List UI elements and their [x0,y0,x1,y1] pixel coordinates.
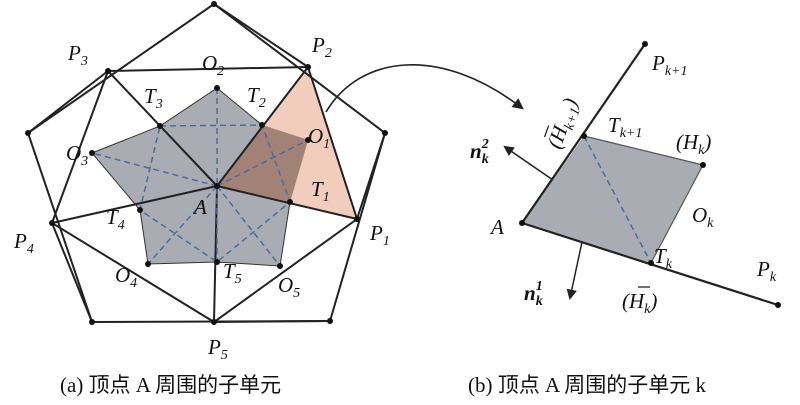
label-pk1: Pk+1 [651,51,688,79]
label-o1: O1 [308,124,330,152]
label-t1: T1 [311,177,330,205]
right-dots [519,41,781,308]
label-tk: Tk [654,244,673,272]
label-o5: O5 [278,273,300,301]
label-tk1: Tk+1 [608,113,642,141]
label-t3: T3 [144,84,163,112]
label-o2: O2 [202,51,224,79]
outer-pentagon [26,2,387,324]
subcell-k-diagonal [583,135,652,264]
label-hk: (Hk) [676,130,711,158]
inner-pentagon [50,65,359,324]
label-a-right: A [489,215,504,239]
svg-text:(Hk): (Hk) [622,289,657,317]
label-ok: Ok [692,203,714,231]
normal-n2-arrow [503,145,554,181]
label-t4: T4 [106,205,125,233]
panel-b: Pk+1 Pk Tk+1 Tk Ok A (Hk) (Hk) (Hk+1) nk… [468,41,781,397]
label-t5: T5 [223,259,242,287]
caption-a: (a) 顶点 A 周围的子单元 [60,373,281,397]
label-hbar-k: (Hk) [622,286,657,317]
left-dots [25,1,388,325]
label-o3: O3 [66,141,88,169]
label-p4: P4 [13,229,34,257]
label-a: A [192,195,207,219]
subcell-k-region [522,136,703,263]
label-p2: P2 [311,33,332,61]
outer-spokes [27,3,386,323]
dashed-lines [91,88,309,267]
label-p1: P1 [369,221,390,249]
label-pk: Pk [756,257,777,285]
label-o4: O4 [115,263,137,291]
normal-n1-arrow [566,241,583,301]
panel-a: P2 P3 P4 P1 P5 T2 T3 T1 T4 T5 O2 O1 O3 O… [13,1,390,397]
subcell-k-edges [583,135,704,264]
label-p3: P3 [67,41,88,69]
label-n2: nk2 [470,137,489,167]
label-p5: P5 [207,335,228,363]
label-t2: T2 [247,83,266,111]
connector-arrow [325,64,524,113]
caption-b: (b) 顶点 A 周围的子单元 k [468,373,706,397]
label-n1: nk1 [524,279,543,309]
